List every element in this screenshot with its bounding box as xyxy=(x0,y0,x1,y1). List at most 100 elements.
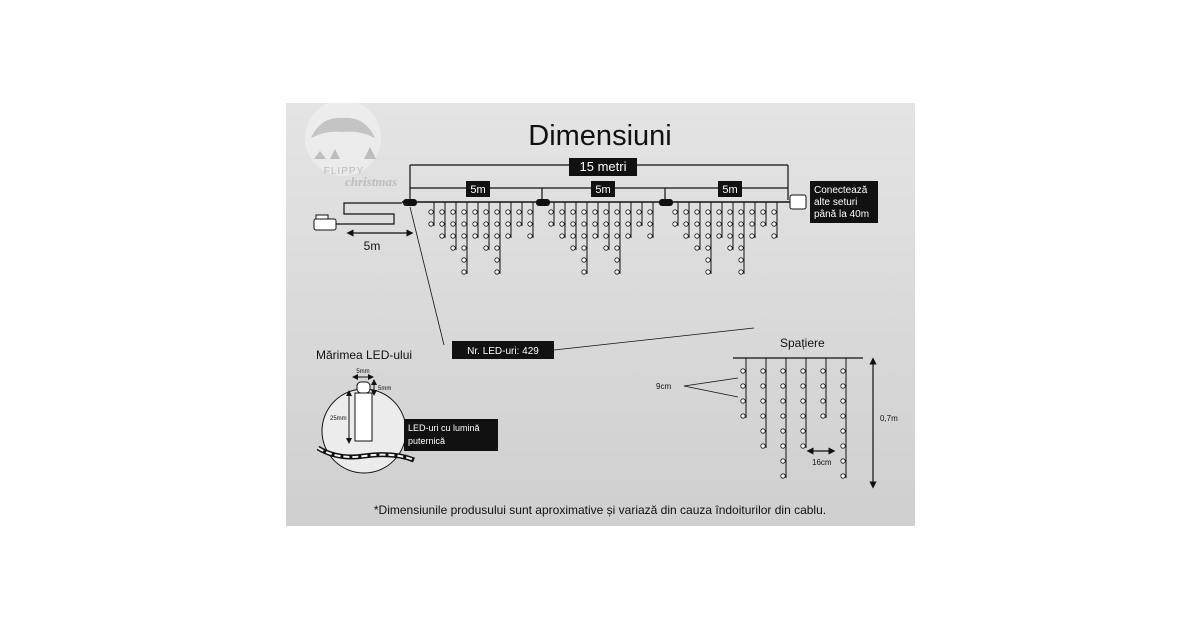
led-bulb xyxy=(450,233,456,239)
segment-2-label: 5m xyxy=(595,184,610,196)
led-bulb xyxy=(428,221,434,227)
led-bulb xyxy=(716,233,722,239)
led-bulb xyxy=(603,221,609,227)
led-bulb xyxy=(820,413,826,419)
led-bulb xyxy=(760,368,766,374)
led-bulb xyxy=(760,398,766,404)
led-bulb xyxy=(559,221,565,227)
led-bulb xyxy=(450,209,456,215)
led-bulb xyxy=(694,233,700,239)
led-note-line-1: LED-uri cu lumină xyxy=(408,423,480,433)
led-bulb xyxy=(800,428,806,434)
led-bulb xyxy=(840,398,846,404)
total-length-label-bg xyxy=(569,158,637,176)
led-bulb xyxy=(494,209,500,215)
supply-cable xyxy=(336,202,402,225)
led-bulb xyxy=(548,209,554,215)
spacing-strands xyxy=(740,358,847,479)
led-bulb xyxy=(738,257,744,263)
dimensions-panel: FLIPPY christmas Dimensiuni 15 metri 5m … xyxy=(286,103,915,526)
led-width-label: 5mm xyxy=(356,369,369,375)
led-bulb xyxy=(705,245,711,251)
icicle-strands xyxy=(428,202,778,275)
spacing-vertical-label: 9cm xyxy=(656,382,671,391)
led-bulb xyxy=(625,233,631,239)
led-bulb xyxy=(603,209,609,215)
led-bulb xyxy=(800,368,806,374)
led-bulb xyxy=(780,473,786,479)
led-depth-label: 5mm xyxy=(378,386,391,392)
led-bulb xyxy=(592,209,598,215)
led-height-label: 25mm xyxy=(330,416,347,422)
connect-note-line-1: Conectează xyxy=(814,185,868,196)
led-bulb xyxy=(840,458,846,464)
led-bulb xyxy=(472,209,478,215)
led-bulb xyxy=(771,209,777,215)
led-bulb xyxy=(483,221,489,227)
led-bulb xyxy=(581,245,587,251)
led-bulb xyxy=(625,221,631,227)
connect-note-line-2: alte seturi xyxy=(814,197,857,208)
led-bulb xyxy=(820,398,826,404)
led-bulb xyxy=(603,233,609,239)
led-bulb xyxy=(716,221,722,227)
led-bulb xyxy=(780,398,786,404)
led-note-bg xyxy=(404,419,498,451)
led-bulb xyxy=(439,221,445,227)
led-bulb xyxy=(760,383,766,389)
led-size-diagram xyxy=(316,374,415,474)
logo-text-top: FLIPPY xyxy=(324,166,364,177)
led-bulb xyxy=(461,221,467,227)
led-bulb xyxy=(683,209,689,215)
led-bulb xyxy=(705,233,711,239)
led-bulb xyxy=(780,443,786,449)
led-bulb xyxy=(439,233,445,239)
led-bulb xyxy=(694,221,700,227)
led-bulb xyxy=(738,245,744,251)
led-bulb xyxy=(472,233,478,239)
brand-logo: FLIPPY christmas xyxy=(305,103,397,189)
led-bulb xyxy=(749,221,755,227)
led-bulb xyxy=(472,221,478,227)
led-bulb xyxy=(760,221,766,227)
led-bulb xyxy=(614,257,620,263)
led-bulb xyxy=(483,209,489,215)
led-bulb xyxy=(625,209,631,215)
led-bulb xyxy=(614,209,620,215)
led-bulb xyxy=(800,383,806,389)
led-bulb xyxy=(581,209,587,215)
led-bulb xyxy=(780,368,786,374)
led-bulb xyxy=(780,413,786,419)
led-bulb xyxy=(581,269,587,275)
led-bulb xyxy=(705,269,711,275)
led-bulb xyxy=(581,233,587,239)
led-bulb xyxy=(461,245,467,251)
spacing-dimensions xyxy=(683,357,877,489)
led-bulb xyxy=(716,209,722,215)
led-bulb xyxy=(771,221,777,227)
led-bulb xyxy=(694,245,700,251)
led-bulb xyxy=(548,221,554,227)
led-bulb xyxy=(694,209,700,215)
led-bulb xyxy=(705,209,711,215)
led-size-title: Mărimea LED-ului xyxy=(316,348,412,362)
led-bulb xyxy=(760,428,766,434)
led-bulb xyxy=(800,413,806,419)
led-note-line-2: puternică xyxy=(408,436,445,446)
segment-1-label-bg xyxy=(466,181,490,197)
led-bulb xyxy=(527,209,533,215)
led-bulb xyxy=(592,233,598,239)
led-bulb xyxy=(760,413,766,419)
led-bulb xyxy=(647,221,653,227)
power-adapter-icon xyxy=(313,214,337,231)
led-bulb xyxy=(439,209,445,215)
connectors xyxy=(403,199,673,206)
led-bulb xyxy=(740,383,746,389)
segment-2-label-bg xyxy=(591,181,615,197)
led-bulb xyxy=(570,245,576,251)
led-bulb xyxy=(780,383,786,389)
led-bulb xyxy=(527,233,533,239)
led-bulb xyxy=(559,209,565,215)
led-bulb xyxy=(570,233,576,239)
led-bulb xyxy=(738,269,744,275)
